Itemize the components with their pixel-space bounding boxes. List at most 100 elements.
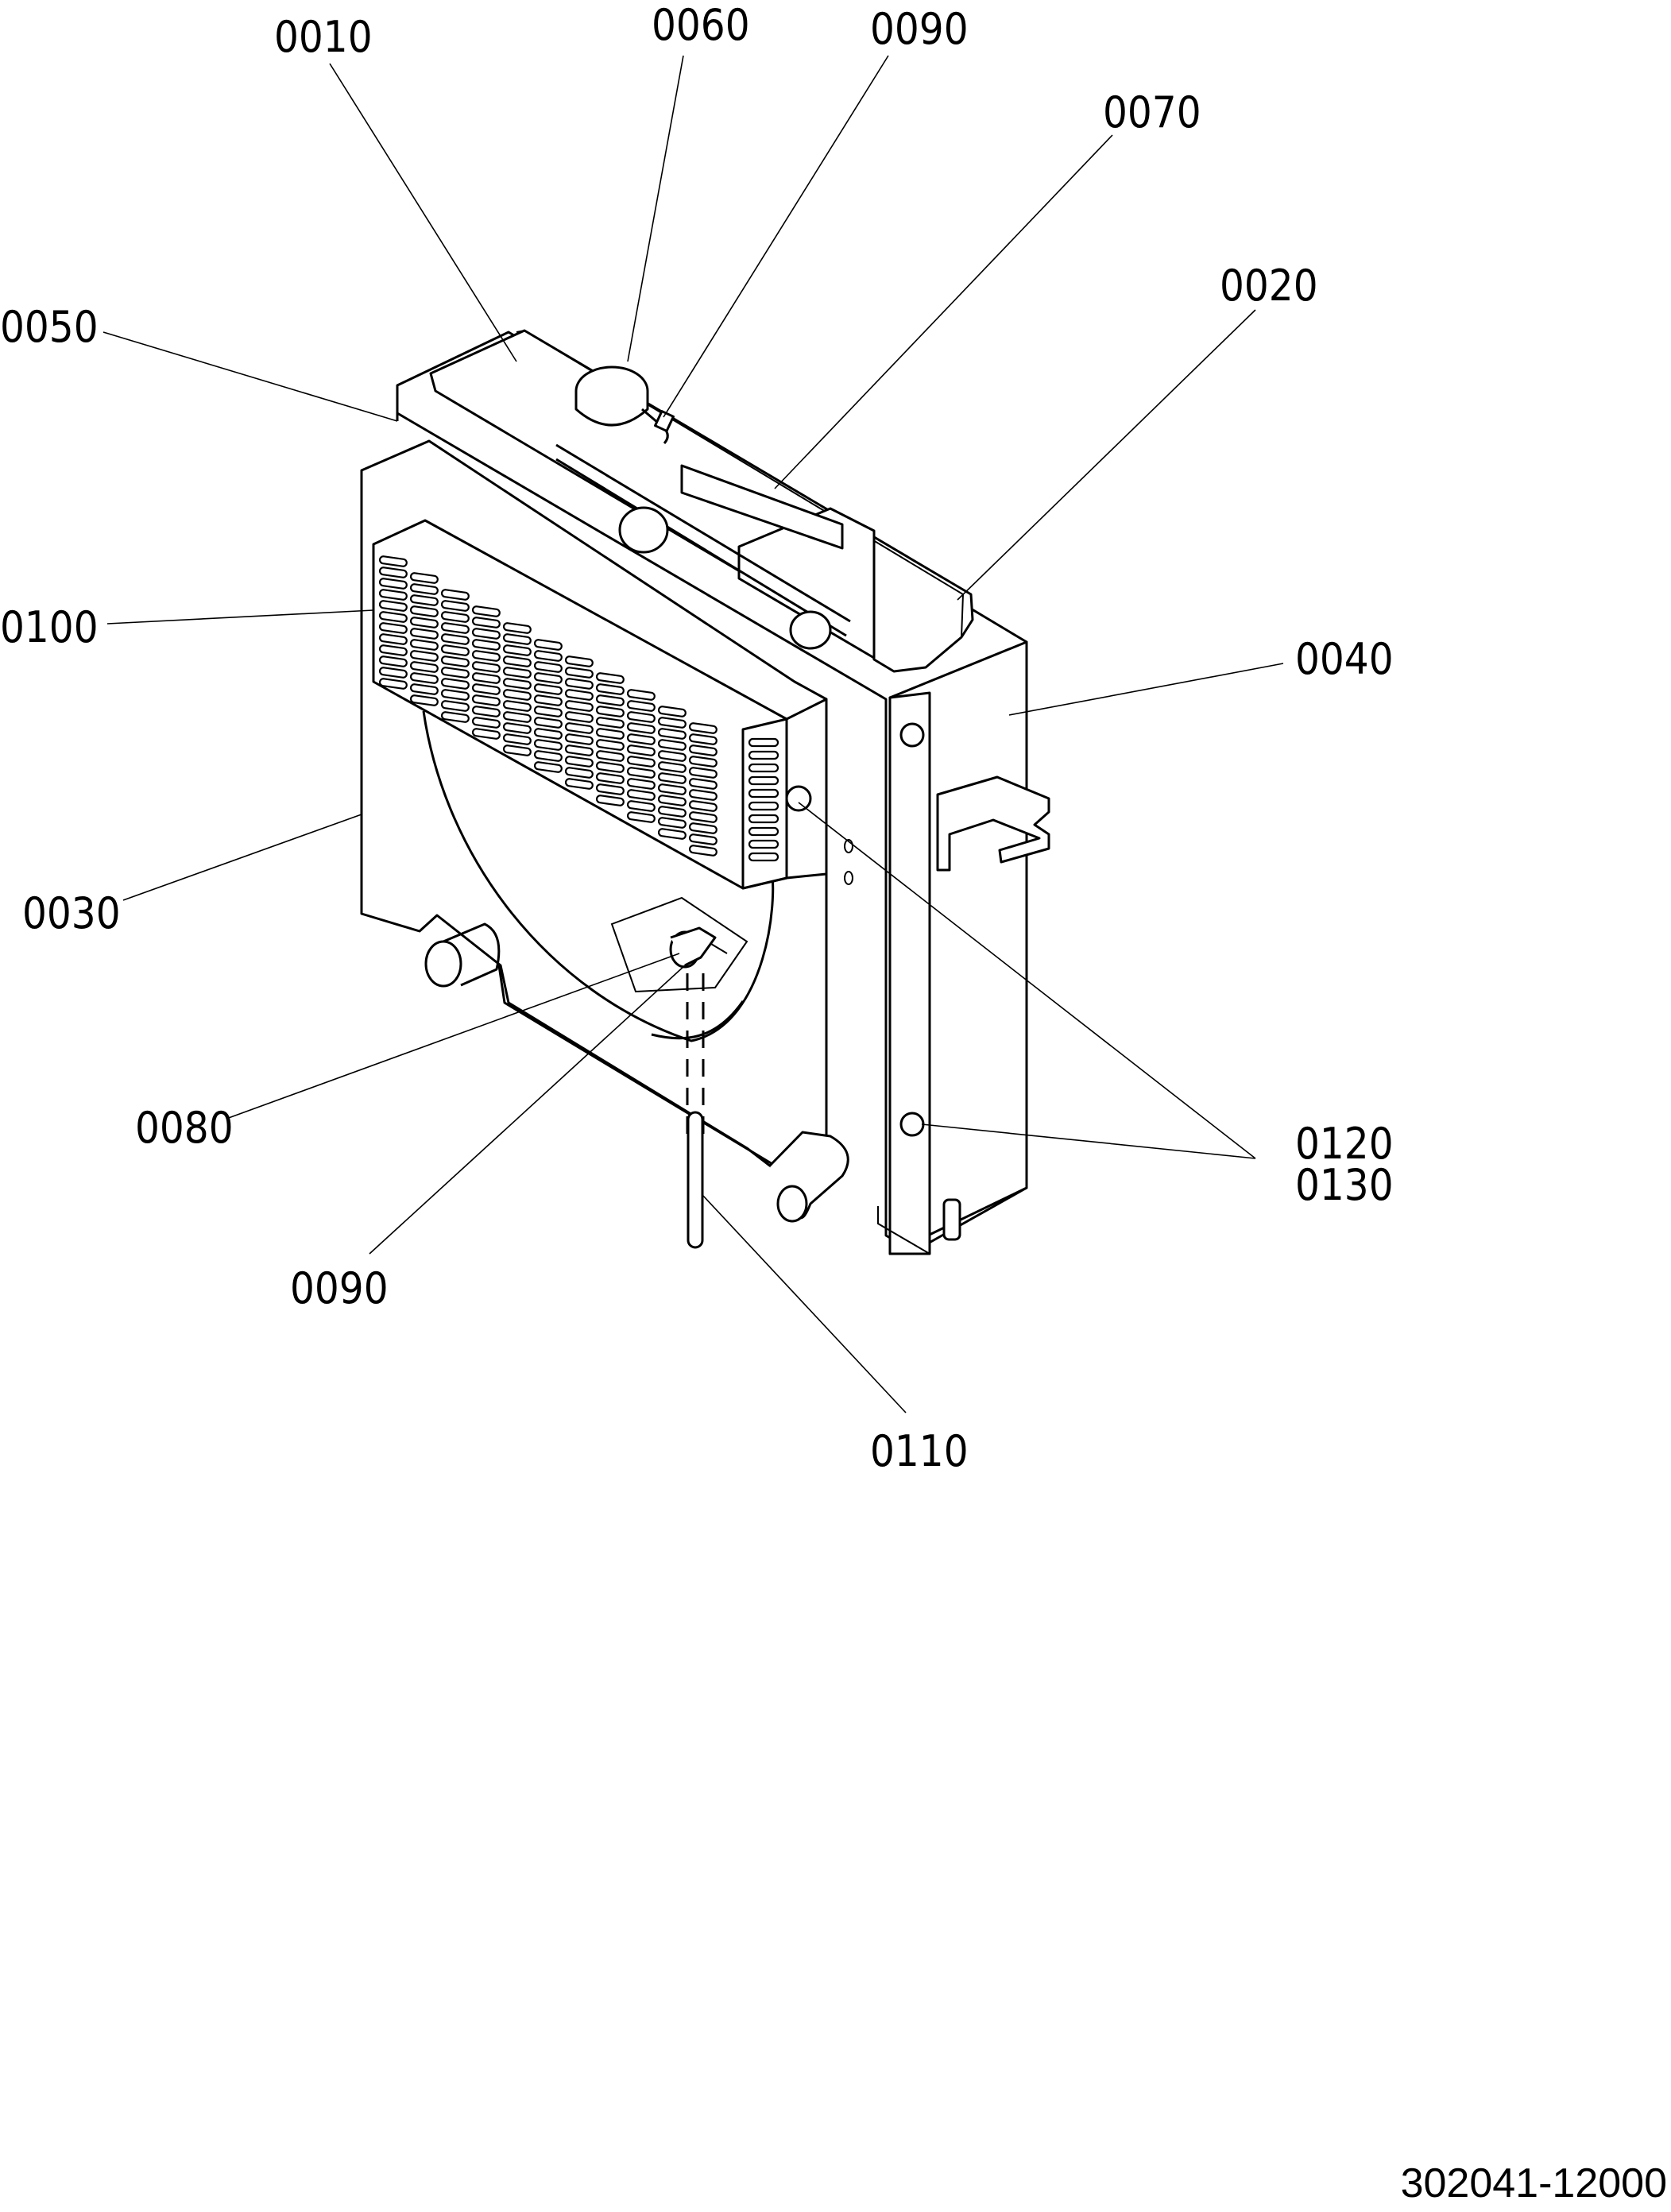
louver-slot [626, 733, 656, 745]
louver-slot [626, 800, 656, 812]
louver-slot [626, 689, 656, 701]
upper-tank [429, 329, 974, 673]
louver-slot [564, 744, 594, 756]
louver-slot [502, 678, 532, 690]
louver-slot [502, 655, 532, 667]
louver-slot [502, 689, 532, 701]
louver-slot [471, 605, 501, 617]
figure-number: 302041-12000 [1401, 2160, 1667, 2206]
louver-slot [564, 667, 594, 679]
louver-slot [533, 750, 563, 762]
louver-slot [502, 622, 532, 634]
louver-slot [595, 728, 625, 740]
louver-slot [688, 744, 718, 756]
louver-slot [502, 633, 532, 645]
louver-slot [626, 744, 656, 756]
louver-slot [471, 661, 501, 673]
louver-slot [502, 744, 532, 756]
louver-slot [440, 655, 470, 667]
louver-slot [502, 711, 532, 723]
louver-slot [471, 683, 501, 695]
louver-slot [657, 828, 687, 840]
louver-slot [440, 689, 470, 701]
louver-slot [595, 717, 625, 729]
louver-slot [502, 700, 532, 712]
louver-slot [657, 739, 687, 751]
louver-slot [440, 633, 470, 645]
louver-slot [533, 728, 563, 740]
louver-slot [564, 733, 594, 745]
oil-cooler-louvers [378, 555, 779, 862]
louver-slot [440, 589, 470, 601]
side-bracket [877, 640, 1050, 1255]
louver-slot [409, 672, 439, 684]
louver-slot [748, 737, 779, 748]
louver-slot [471, 694, 501, 706]
louver-slot [440, 678, 470, 690]
louver-slot [657, 761, 687, 773]
louver-slot [626, 711, 656, 723]
louver-slot [626, 789, 656, 801]
louver-slot [533, 650, 563, 662]
callout-0090-top: 0090 [870, 4, 969, 54]
callout-0110: 0110 [870, 1426, 969, 1476]
louver-slot [748, 814, 779, 824]
callout-0040: 0040 [1295, 634, 1394, 684]
callout-0010: 0010 [274, 12, 373, 62]
louver-slot [471, 639, 501, 651]
louver-slot [657, 795, 687, 806]
louver-slot [564, 767, 594, 779]
callout-0060: 0060 [652, 0, 750, 50]
louver-slot [533, 661, 563, 673]
louver-slot [595, 783, 625, 795]
lower-inlet-pipe [424, 922, 501, 988]
radiator-cap [574, 365, 675, 445]
callout-0080: 0080 [135, 1103, 234, 1153]
louver-slot [533, 672, 563, 684]
louver-slot [595, 672, 625, 684]
shroud-plugs [785, 785, 853, 885]
louver-slot [378, 622, 408, 634]
callout-0100: 0100 [0, 602, 99, 652]
louver-slot [409, 628, 439, 640]
louver-slot [502, 667, 532, 679]
drain-cock [610, 896, 748, 993]
louver-slot [378, 589, 408, 601]
louver-slot [440, 611, 470, 623]
louver-slot [657, 717, 687, 729]
louver-slot [409, 583, 439, 595]
callout-0050: 0050 [0, 302, 99, 352]
louver-slot [626, 700, 656, 712]
louver-slot [595, 694, 625, 706]
louver-slot [533, 761, 563, 773]
louver-slot [378, 678, 408, 690]
louver-slot [564, 756, 594, 768]
louver-slot [688, 767, 718, 779]
louver-slot [688, 845, 718, 857]
louver-slot [440, 711, 470, 723]
louver-slot [688, 756, 718, 768]
louver-slot [564, 778, 594, 790]
louver-slot [533, 683, 563, 695]
callout-labels: 0010 0060 0090 0070 0020 0050 0100 0040 … [0, 0, 1394, 1476]
callout-0090-bottom: 0090 [290, 1263, 389, 1313]
louver-slot [440, 700, 470, 712]
louver-slot [595, 706, 625, 717]
louver-slot [748, 839, 779, 849]
louver-slot [688, 778, 718, 790]
louver-slot [688, 822, 718, 834]
louver-slot [688, 800, 718, 812]
louver-slot [378, 667, 408, 679]
louver-slot [533, 739, 563, 751]
louver-slot [533, 694, 563, 706]
louver-slot [657, 806, 687, 818]
louver-slot [626, 756, 656, 768]
louver-slot [471, 650, 501, 662]
louver-slot [409, 617, 439, 628]
louver-slot [440, 622, 470, 634]
louver-slot [440, 644, 470, 656]
louver-slot [688, 733, 718, 745]
callout-0070: 0070 [1103, 87, 1201, 137]
fan-guard [422, 710, 775, 1042]
louver-slot [471, 706, 501, 717]
